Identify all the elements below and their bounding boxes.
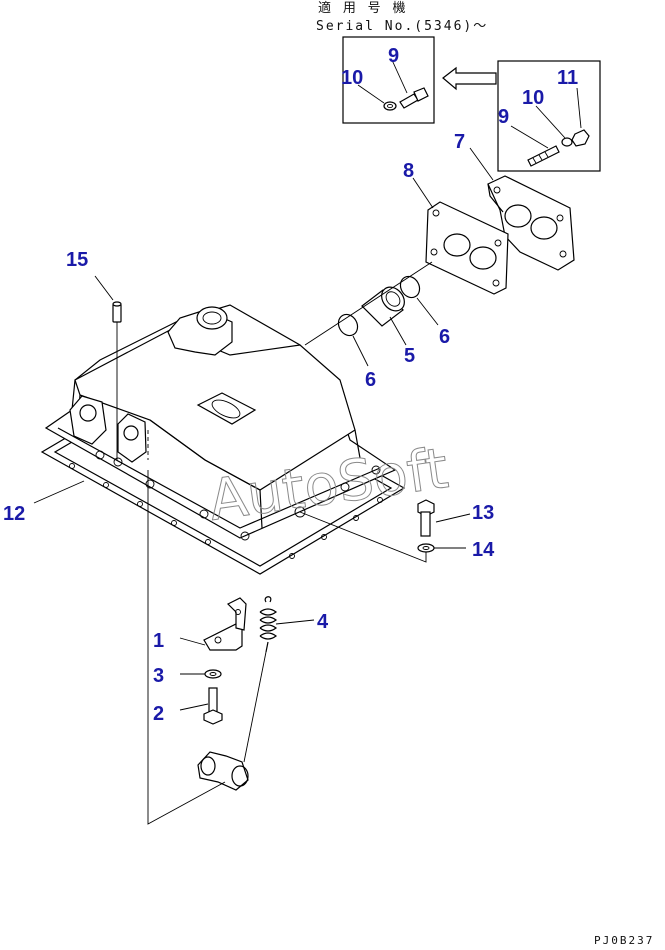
serial-inset-box: [342, 36, 435, 124]
callout-9: 9: [498, 106, 509, 128]
callout-12: 12: [3, 503, 25, 525]
detail-box-old: [497, 60, 601, 172]
callout-10: 10: [522, 87, 544, 109]
bolt-part-2: [179, 687, 223, 725]
callout-2: 2: [153, 703, 164, 725]
callout-4: 4: [317, 611, 329, 633]
spring-part-4: [259, 596, 315, 653]
callout-14: 14: [472, 539, 495, 561]
shift-lever: [197, 651, 267, 791]
replacement-arrow: [442, 66, 497, 91]
washer-part-3: [180, 669, 222, 679]
callout-6-right: 6: [439, 326, 450, 348]
flange-plate-part-7: [469, 147, 575, 271]
callout-15: 15: [66, 249, 88, 271]
bolt-location-line: [299, 511, 427, 563]
gasket-part-8: [412, 177, 509, 295]
transmission-cover: [44, 304, 397, 541]
drawing-code: PJ0B237: [594, 934, 654, 947]
assembly-axis-line: [304, 261, 433, 346]
serial-number-label: Serial No.(5346)～: [316, 19, 488, 34]
bracket-part-1: [179, 597, 247, 651]
callout-6-left: 6: [365, 369, 376, 391]
callout-5: 5: [404, 345, 415, 367]
applicable-serial-label: 適 用 号 機: [318, 0, 407, 16]
callout-7: 7: [454, 131, 465, 153]
callout-13: 13: [472, 502, 494, 524]
pin-part-15: [94, 275, 122, 460]
callout-9-inset: 9: [388, 45, 399, 67]
o-ring-part-6-right: [399, 275, 439, 326]
lever-guide-line: [147, 470, 226, 825]
washer-part-14: [417, 543, 466, 553]
callout-8: 8: [403, 160, 414, 182]
callout-3: 3: [153, 665, 164, 687]
callout-10-inset: 10: [341, 67, 363, 89]
o-ring-part-6-left: [337, 313, 369, 367]
sleeve-part-5: [361, 286, 407, 346]
callout-11: 11: [557, 67, 578, 89]
bolt-part-13: [417, 499, 471, 537]
callout-1: 1: [153, 630, 164, 652]
